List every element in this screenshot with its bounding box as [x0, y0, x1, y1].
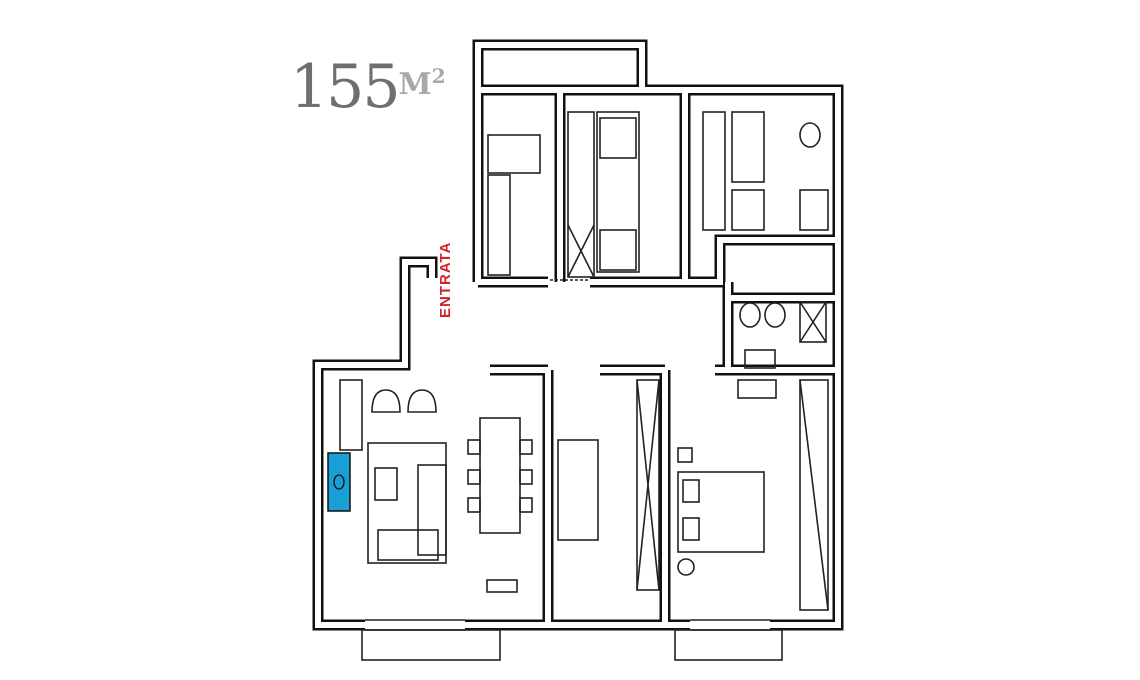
- balconies: [361, 629, 783, 661]
- area-unit: M2: [398, 64, 446, 102]
- area-value: 155: [290, 52, 401, 122]
- furniture: [339, 111, 829, 611]
- fireplace-mark: [333, 474, 345, 490]
- entrance-label: ENTRATA: [437, 241, 454, 318]
- area-label: 155M2: [290, 52, 446, 122]
- fireplace: [327, 452, 351, 512]
- walls: [312, 39, 844, 632]
